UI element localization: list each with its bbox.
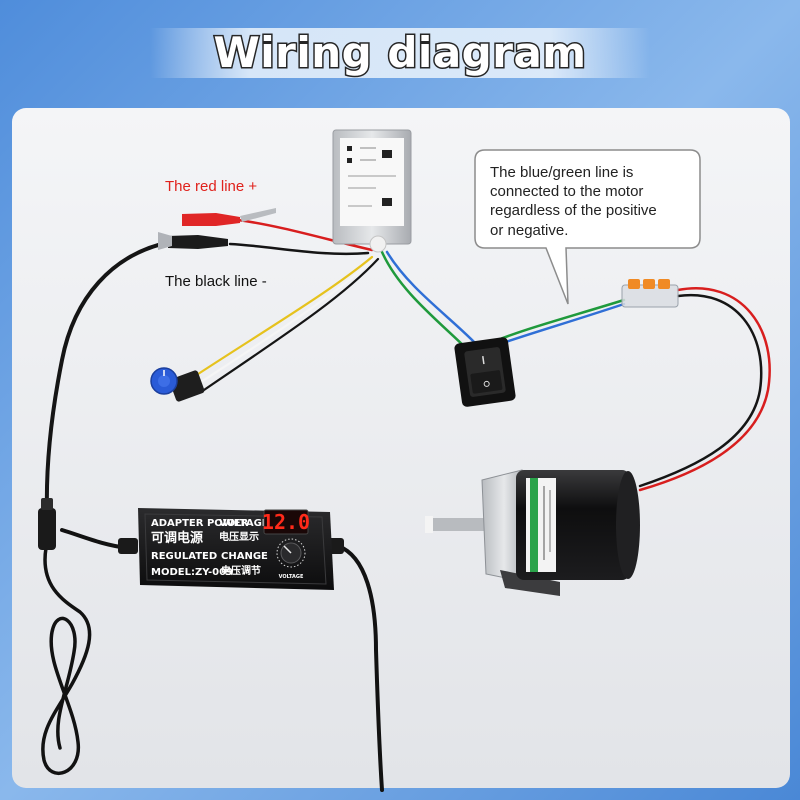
voltage-knob-pointer [283, 545, 292, 554]
black-line-label: The black line - [165, 273, 267, 290]
motor-label-stripe [530, 478, 538, 572]
title-highlight-stripe [150, 28, 650, 78]
adapter-brand-text: ADAPTER POWER [151, 518, 249, 529]
adapter-voltage-label: VOLTAGE [219, 518, 269, 529]
red-wire-positive [236, 218, 374, 252]
adjustable-power-adapter: ADAPTER POWER 可调电源 REGULATED MODEL:ZY-00… [118, 508, 344, 590]
black-alligator-clip [158, 232, 228, 250]
callout-line-4: or negative. [490, 222, 568, 239]
voltage-display-value: 12.0 [262, 510, 310, 534]
red-clip-boot [182, 213, 240, 226]
motor-shaft-collar [425, 516, 433, 533]
controller-label-panel [340, 138, 404, 226]
adapter-model-text: MODEL:ZY-009 [151, 567, 233, 578]
adapter-ac-cable [336, 544, 384, 792]
adapter-right-strain-relief [328, 538, 344, 554]
potentiometer [150, 367, 205, 402]
white-wire [196, 256, 377, 386]
adapter-change-cn-label: 电压调节 [221, 564, 261, 577]
voltage-knob-label: VOLTAGE [279, 574, 304, 580]
voltage-display [263, 509, 309, 535]
connector-lever [658, 279, 670, 289]
controller-marking [347, 158, 352, 163]
motor-black-lead [638, 293, 763, 488]
black-clip-boot [168, 235, 228, 249]
motor-speed-controller [332, 129, 412, 253]
dc-plug-body [38, 508, 56, 550]
adapter-regulated-text: REGULATED [151, 551, 217, 562]
black-signal-wire [202, 257, 380, 392]
connector-lever [628, 279, 640, 289]
yellow-wire [190, 255, 374, 380]
callout-bubble: The blue/green line is connected to the … [474, 149, 701, 305]
motor-red-lead [638, 287, 771, 492]
motor-rear-cap [616, 471, 640, 579]
connector-lever [643, 279, 655, 289]
voltage-knob [276, 538, 306, 568]
adapter-left-strain-relief [118, 538, 138, 554]
adapter-brand-cn-text: 可调电源 [151, 530, 203, 546]
green-wire-controller [380, 250, 472, 354]
controller-cable-gland [369, 235, 387, 253]
callout-line-1: The blue/green line is [490, 164, 633, 181]
motor-mounting-bracket [500, 570, 560, 596]
rocker-switch [454, 337, 516, 407]
black-clip-jaw [158, 232, 172, 250]
controller-marking [347, 146, 352, 151]
potentiometer-knob-cap [158, 375, 170, 387]
black-wire-negative [228, 242, 370, 256]
callout-line-3: regardless of the positive [490, 202, 657, 219]
dc-cord-coil [41, 546, 92, 775]
callout-line-2: connected to the motor [490, 183, 643, 200]
blue-wire-controller [385, 250, 482, 350]
controller-logo-mark [382, 198, 392, 206]
switch-on-mark [482, 356, 485, 365]
adapter-change-label: CHANGE [221, 551, 268, 562]
photo-area [12, 108, 790, 788]
red-alligator-clip [182, 208, 276, 226]
lever-wire-connector [621, 279, 679, 308]
dc-plug-tip [41, 498, 53, 510]
page-title: Wiring diagram [213, 28, 586, 77]
voltage-knob-scale [276, 538, 306, 568]
potentiometer-body [169, 370, 205, 402]
dc-barrel-plug [38, 498, 56, 550]
switch-off-mark [483, 380, 490, 387]
controller-logo-mark [382, 150, 392, 158]
adapter-face-border [144, 513, 327, 585]
red-line-label: The red line + [165, 178, 257, 195]
red-clip-jaw [240, 208, 276, 222]
callout-shape [474, 149, 701, 305]
dc-motor [425, 469, 640, 596]
motor-shaft [425, 518, 487, 531]
adapter-voltage-cn-label: 电压显示 [219, 530, 259, 543]
supply-black-cable [44, 240, 172, 514]
